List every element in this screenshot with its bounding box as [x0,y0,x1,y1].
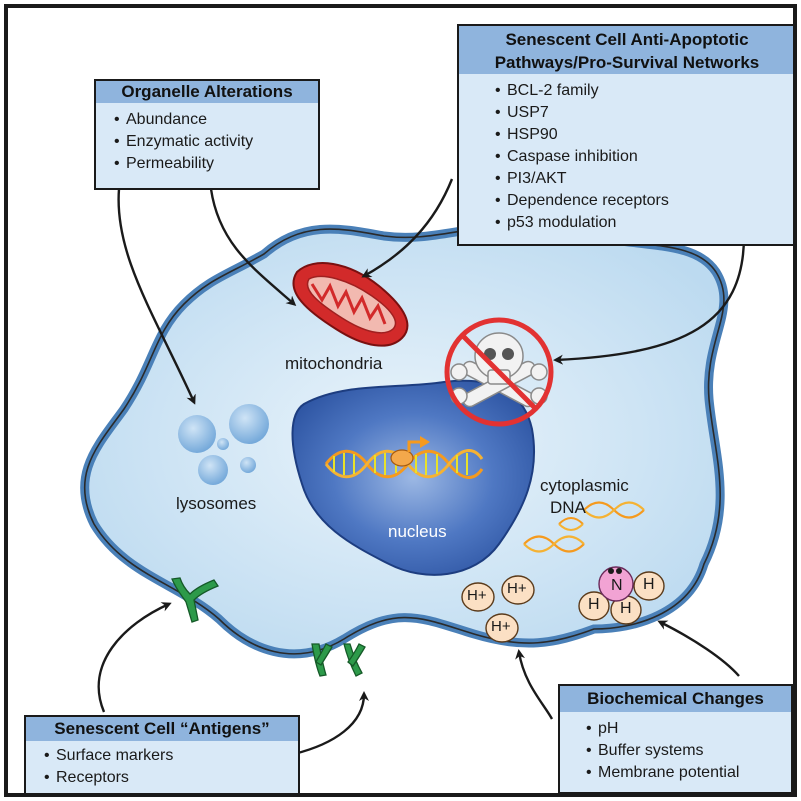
nucleus-label: nucleus [388,522,447,541]
cytoplasmic-dna-label-line1: cytoplasmic [540,476,629,495]
arrow-pathways-to-mitochondria [361,178,454,278]
list-item: Dependence receptors [495,190,793,212]
list-item: Membrane potential [586,762,791,784]
list-item: PI3/AKT [495,168,793,190]
proton-icon [461,582,495,612]
proton-group [461,575,535,643]
biochemical-changes-list: pH Buffer systems Membrane potential [558,712,793,793]
list-item: pH [586,718,791,740]
ammonia-icon [578,566,665,625]
diagram-canvas [80,178,746,756]
mitochondria-icon [292,262,409,347]
list-item: Permeability [114,153,318,175]
antigen-receptor-icon [171,577,219,623]
proton-label: H+ [507,580,527,597]
arrow-biochem-to-protons [515,649,554,720]
list-item: USP7 [495,102,793,124]
prohibition-icon [444,317,554,427]
organelle-alterations-list: Abundance Enzymatic activity Permeabilit… [94,103,320,190]
antiapoptotic-title-line2: Pathways/Pro-Survival Networks [494,53,760,72]
list-item: Surface markers [44,745,298,767]
antigen-receptor-icon [311,643,366,677]
list-item: Caspase inhibition [495,146,793,168]
transcription-arrow-icon [390,436,430,467]
cytoplasmic-dna-label-line2: DNA [550,498,586,517]
senescent-antigens-title: Senescent Cell “Antigens” [24,715,300,743]
antiapoptotic-pathways-list: BCL-2 family USP7 HSP90 Caspase inhibiti… [457,74,793,246]
arrow-organelle-to-lysosomes [117,188,196,405]
arrow-pathways-to-skull [553,235,746,365]
arrows [97,178,746,756]
proton-label: H+ [467,587,487,604]
list-item: HSP90 [495,124,793,146]
senescent-antigens-list: Surface markers Receptors [24,741,300,793]
arrow-biochem-to-ammonia [657,620,740,677]
antiapoptotic-pathways-title: Senescent Cell Anti-Apoptotic Pathways/P… [457,24,793,76]
arrow-antigens-to-receptors [293,691,369,756]
antiapoptotic-title-line1: Senescent Cell Anti-Apoptotic [505,30,749,49]
hydrogen-label: H [643,576,655,593]
proton-icon [501,575,535,605]
arrow-antigens-to-surface [97,602,172,713]
proton-label: H+ [491,618,511,635]
list-item: Receptors [44,767,298,789]
figure-frame: mitochondria lysosomes nucleus cytoplasm… [4,4,797,797]
organelle-alterations-title: Organelle Alterations [94,79,320,105]
lysosomes-label: lysosomes [176,494,257,513]
arrow-organelle-to-mitochondria [209,188,297,306]
list-item: Enzymatic activity [114,131,318,153]
nitrogen-label: N [611,577,623,594]
list-item: BCL-2 family [495,80,793,102]
list-item: Abundance [114,109,318,131]
mitochondria-label: mitochondria [285,354,383,373]
list-item: Buffer systems [586,740,791,762]
biochemical-changes-title: Biochemical Changes [558,684,793,714]
hydrogen-label: H [620,600,632,617]
list-item: p53 modulation [495,212,793,234]
cytoplasmic-dna-icon [523,501,645,553]
nucleus [291,379,536,576]
lysosomes-icon [178,404,269,485]
proton-icon [485,613,519,643]
hydrogen-label: H [588,596,600,613]
